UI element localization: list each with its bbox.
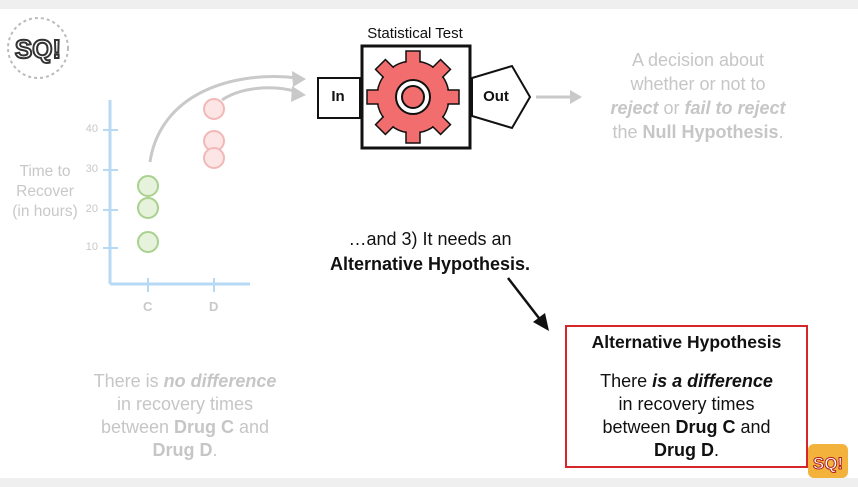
x-tick-label-d: D (209, 299, 219, 314)
decision-line: reject or fail to reject (610, 98, 786, 118)
svg-text:SQ!: SQ! (813, 454, 843, 473)
drug-d-point (203, 98, 225, 120)
arrow-to-decision-head (570, 90, 582, 104)
logo-text: SQ! (15, 34, 61, 64)
alternative-hypothesis-title: Alternative Hypothesis (591, 332, 782, 352)
y-tick-label: 20 (85, 203, 98, 215)
step-text: …and 3) It needs an Alternative Hypothes… (310, 227, 550, 277)
step-line: …and 3) It needs an (348, 229, 512, 249)
input-box (317, 77, 361, 119)
step-line-bold: Alternative Hypothesis. (329, 254, 531, 274)
x-tick-label-c: C (143, 299, 153, 314)
y-tick-label: 10 (85, 241, 98, 253)
alternative-hypothesis-box (565, 325, 808, 468)
no-difference-term: no difference (163, 371, 277, 391)
input-label: In (331, 88, 345, 105)
statistical-test-title: Statistical Test (367, 25, 463, 42)
alternative-hypothesis-statement: There is a difference in recovery times … (600, 371, 773, 460)
is-a-difference-term: is a difference (652, 371, 773, 391)
drug-c-point (137, 175, 159, 197)
decision-line: whether or not to (630, 74, 766, 94)
drug-c-point (137, 231, 159, 253)
decision-text: A decision about whether or not to rejec… (578, 48, 818, 144)
arrow-to-alternative-head (533, 313, 549, 331)
statquest-logo: SQ! (7, 17, 69, 79)
decision-line: the Null Hypothesis. (612, 122, 784, 142)
y-axis-label-line: Recover (16, 183, 74, 200)
y-axis-label-line: (in hours) (12, 203, 78, 220)
arrow-c-head (292, 71, 306, 87)
top-letterbox-bar (0, 0, 858, 9)
arrow-to-alternative (507, 277, 543, 323)
y-axis-label-line: Time to (19, 163, 71, 180)
null-hypothesis-term: Null Hypothesis (642, 122, 779, 142)
output-pentagon (471, 64, 532, 130)
drug-d-point (203, 147, 225, 169)
arrow-d-head (291, 86, 306, 102)
statquest-logo-small: SQ! (808, 444, 848, 478)
output-label: Out (483, 88, 509, 105)
arrow-d-to-test (221, 86, 299, 102)
y-tick-label: 30 (85, 163, 98, 175)
bottom-letterbox-bar (0, 478, 858, 487)
gear-icon (366, 50, 460, 144)
drug-c-point (137, 197, 159, 219)
decision-line: A decision about (631, 50, 765, 70)
drug-c-points (137, 175, 159, 253)
y-axis-label: Time to Recover (in hours) (6, 162, 84, 222)
drug-d-points (203, 98, 225, 169)
arrow-c-to-test (148, 75, 299, 163)
reject-term: reject (610, 98, 659, 118)
y-tick-label: 40 (85, 123, 98, 135)
null-hypothesis-statement: There is no difference in recovery times… (93, 371, 277, 460)
fail-to-reject-term: fail to reject (684, 98, 786, 118)
